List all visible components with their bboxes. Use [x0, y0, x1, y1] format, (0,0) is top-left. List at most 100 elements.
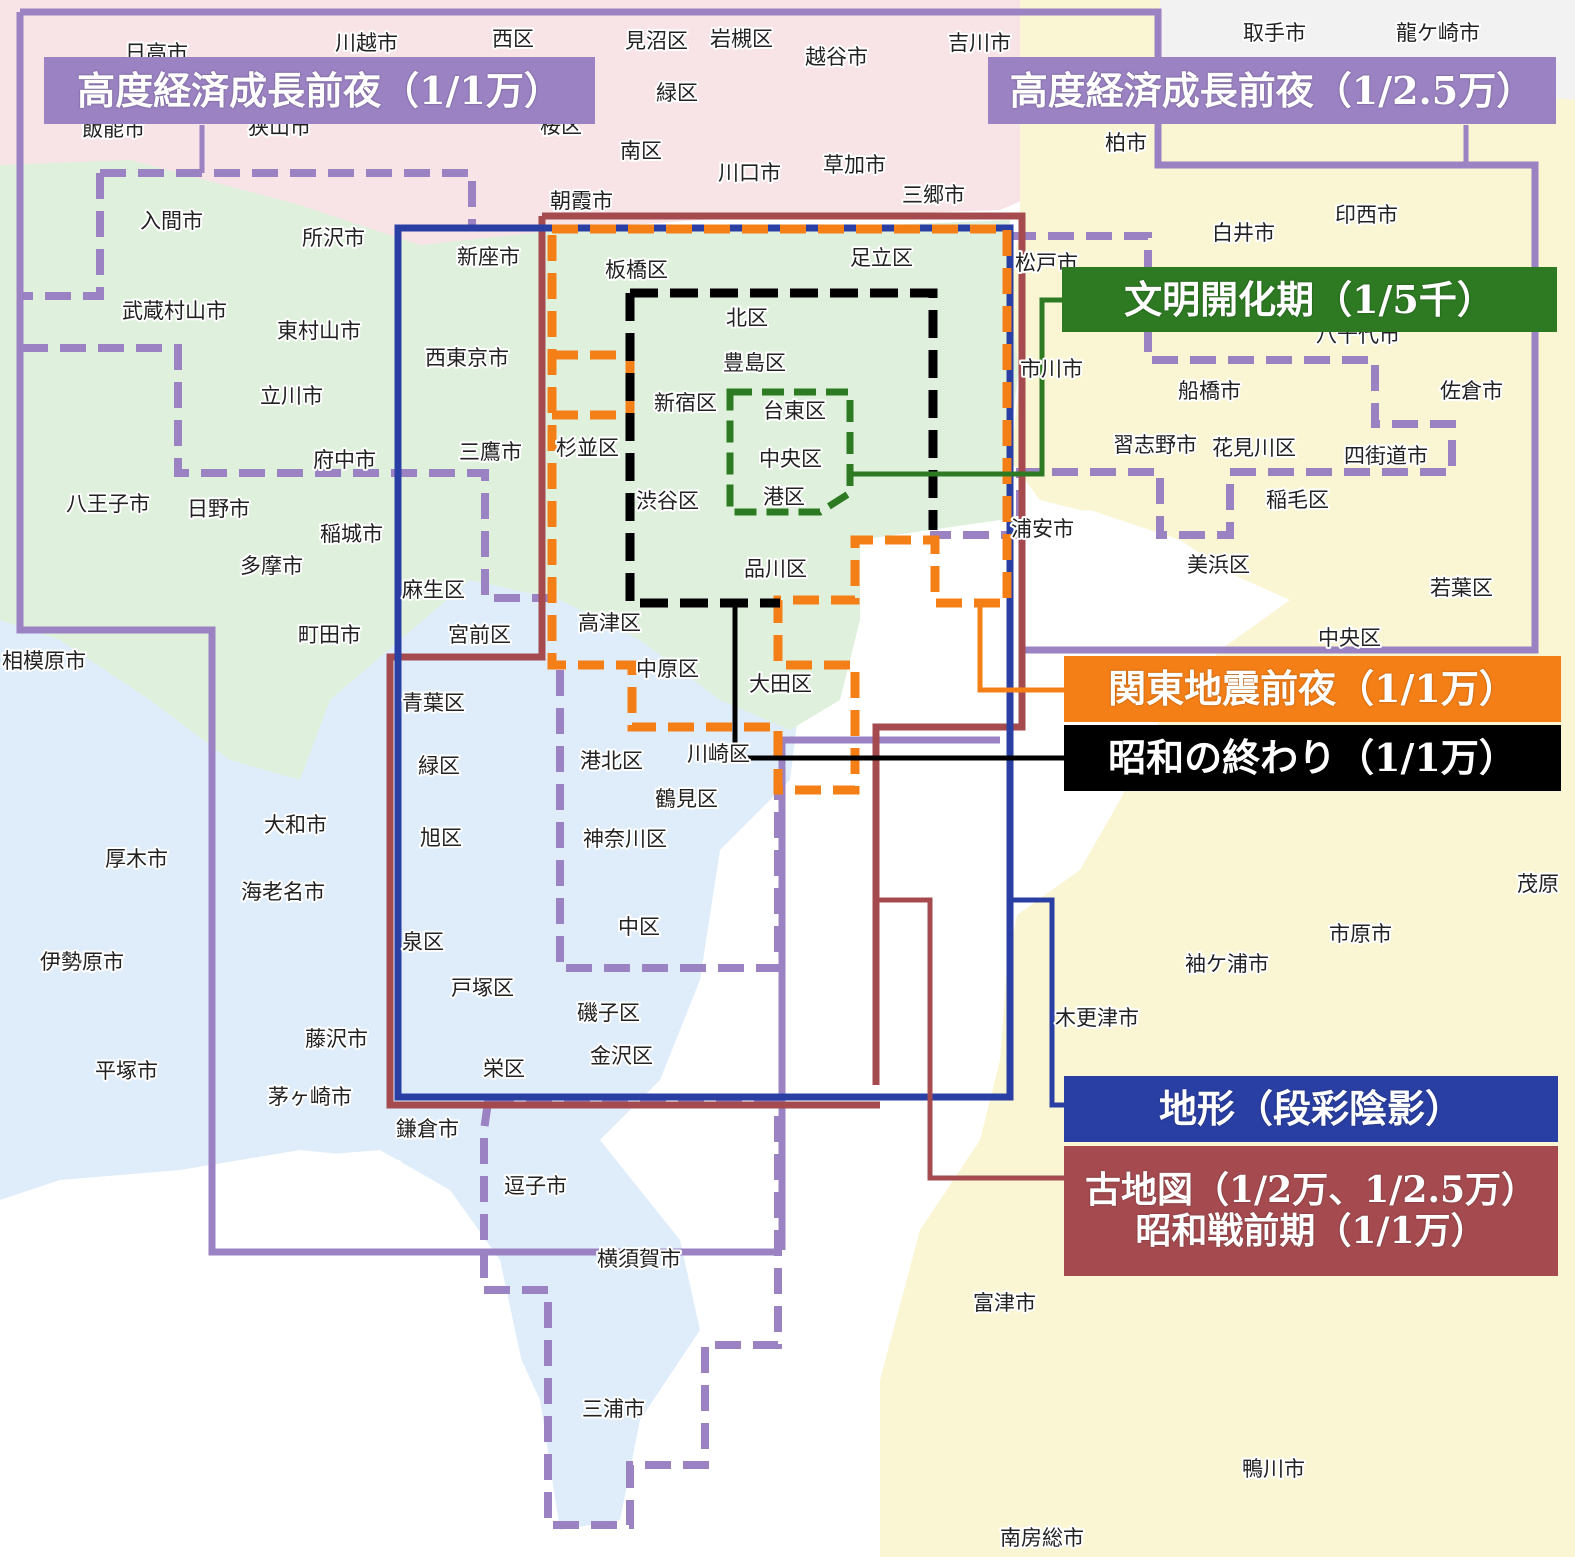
place-shinjuku: 新宿区: [654, 391, 717, 415]
place-ota: 大田区: [749, 672, 812, 696]
place-fujisawa: 藤沢市: [305, 1027, 368, 1051]
place-ebina: 海老名市: [241, 880, 325, 904]
place-midori-yokohama: 緑区: [418, 754, 460, 778]
place-taito: 台東区: [763, 399, 826, 423]
place-mihama: 美浜区: [1187, 553, 1250, 577]
place-minami-ku: 南区: [620, 139, 662, 163]
frame-kochizu: [386, 212, 1026, 1109]
place-inzai: 印西市: [1335, 203, 1398, 227]
place-iwatsuki: 岩槻区: [710, 27, 773, 51]
place-tokorozawa: 所沢市: [302, 226, 365, 250]
frame-kodo-1man: [22, 169, 1456, 1529]
place-iruma: 入間市: [140, 209, 203, 233]
place-chuo-chiba: 中央区: [1318, 626, 1381, 650]
place-yoshikawa: 吉川市: [948, 31, 1011, 55]
place-takatsu: 高津区: [578, 611, 641, 635]
place-kamogawa: 鴨川市: [1242, 1457, 1305, 1481]
place-isogo: 磯子区: [577, 1001, 640, 1025]
sagami-bay: [0, 1150, 540, 1557]
leader-showa-end: [732, 603, 1066, 761]
place-sodegaura: 袖ケ浦市: [1185, 952, 1269, 976]
place-soka: 草加市: [823, 153, 886, 177]
place-wakaba: 若葉区: [1430, 576, 1493, 600]
place-miyamae: 宮前区: [448, 623, 511, 647]
place-higashimurayama: 東村山市: [277, 319, 361, 343]
label-kodo-25man: 高度経済成長前夜（1/2.5万）: [988, 57, 1556, 124]
place-minuma: 見沼区: [625, 29, 688, 53]
place-futtsu: 富津市: [973, 1291, 1036, 1315]
place-isehara: 伊勢原市: [40, 950, 124, 974]
place-itabashi: 板橋区: [605, 258, 668, 282]
place-koshigaya: 越谷市: [805, 45, 868, 69]
frame-kanto: [547, 224, 1012, 795]
place-chuo-ku: 中央区: [759, 447, 822, 471]
place-shiroi: 白井市: [1212, 221, 1275, 245]
place-nishi-ku: 西区: [492, 27, 534, 51]
place-shinagawa: 品川区: [744, 557, 807, 581]
leader-kanto: [977, 603, 1066, 693]
place-labels: 日高市川越市西区見沼区岩槻区越谷市吉川市取手市龍ケ崎市飯能市狭山市桜区緑区南区柏…: [0, 19, 1561, 1552]
place-minato: 港区: [763, 485, 805, 509]
place-kanazawa: 金沢区: [590, 1044, 653, 1068]
leader-kochizu: [876, 897, 1066, 1181]
frame-bunmei: [726, 388, 854, 516]
place-narashino: 習志野市: [1113, 433, 1197, 457]
place-hiratsuka: 平塚市: [95, 1059, 158, 1083]
place-atsugi: 厚木市: [105, 847, 168, 871]
place-tsurumi: 鶴見区: [655, 787, 718, 811]
place-tachikawa: 立川市: [260, 384, 323, 408]
place-hachioji: 八王子市: [66, 492, 150, 516]
place-sakae: 栄区: [483, 1057, 525, 1081]
place-fuchu: 府中市: [313, 448, 376, 472]
label-bunmei: 文明開化期（1/5千）: [1062, 267, 1557, 332]
place-ryugasaki: 龍ケ崎市: [1396, 21, 1480, 45]
label-showa-end: 昭和の終わり（1/1万）: [1064, 725, 1561, 791]
place-toshima: 豊島区: [723, 351, 786, 375]
place-chigasaki: 茅ヶ崎市: [268, 1085, 352, 1109]
region-tokyo: [0, 150, 1020, 780]
leader-bunmei: [850, 297, 1062, 477]
place-yamato: 大和市: [264, 813, 327, 837]
place-naka-ku: 中区: [618, 915, 660, 939]
place-kohoku: 港北区: [580, 749, 643, 773]
label-kochizu-line2: 昭和戦前期（1/1万）: [1135, 1210, 1487, 1252]
place-mobara: 茂原: [1517, 872, 1559, 896]
place-asaka: 朝霞市: [550, 189, 613, 213]
place-machida: 町田市: [298, 623, 361, 647]
label-chikei: 地形（段彩陰影）: [1064, 1076, 1558, 1142]
place-hanamigawa: 花見川区: [1212, 436, 1296, 460]
place-kita-ku: 北区: [726, 306, 768, 330]
place-sagamihara: 相模原市: [2, 649, 86, 673]
leader-chikei: [1010, 897, 1066, 1108]
place-inagi: 稲城市: [320, 522, 383, 546]
place-hino: 日野市: [187, 497, 250, 521]
place-sakura: 佐倉市: [1440, 379, 1503, 403]
place-musashimurayama: 武蔵村山市: [122, 299, 227, 323]
place-zushi: 逗子市: [504, 1174, 567, 1198]
place-ichihara: 市原市: [1329, 922, 1392, 946]
place-toride: 取手市: [1243, 21, 1306, 45]
label-kochizu: 古地図（1/2万、1/2.5万） 昭和戦前期（1/1万）: [1064, 1146, 1558, 1276]
place-shibuya: 渋谷区: [636, 489, 699, 513]
place-minamiboso: 南房総市: [1000, 1526, 1084, 1550]
place-aoba: 青葉区: [402, 691, 465, 715]
place-urayasu: 浦安市: [1011, 517, 1074, 541]
place-asahi: 旭区: [420, 826, 462, 850]
place-nakahara: 中原区: [636, 657, 699, 681]
place-mitaka: 三鷹市: [459, 440, 522, 464]
frame-showa-end: [625, 288, 938, 608]
place-funabashi: 船橋市: [1178, 379, 1241, 403]
place-totsuka: 戸塚区: [451, 976, 514, 1000]
place-midori-saitama: 緑区: [656, 81, 698, 105]
label-kodo-1man: 高度経済成長前夜（1/1万）: [44, 57, 595, 124]
place-nishitokyo: 西東京市: [425, 346, 509, 370]
place-miura: 三浦市: [582, 1397, 645, 1421]
place-asao: 麻生区: [402, 578, 465, 602]
place-ichikawa: 市川市: [1020, 357, 1083, 381]
place-kisarazu: 木更津市: [1055, 1006, 1139, 1030]
place-niiza: 新座市: [457, 245, 520, 269]
place-yotsukaido: 四街道市: [1344, 444, 1428, 468]
place-suginami: 杉並区: [556, 436, 619, 460]
place-yokosuka: 横須賀市: [597, 1247, 681, 1271]
